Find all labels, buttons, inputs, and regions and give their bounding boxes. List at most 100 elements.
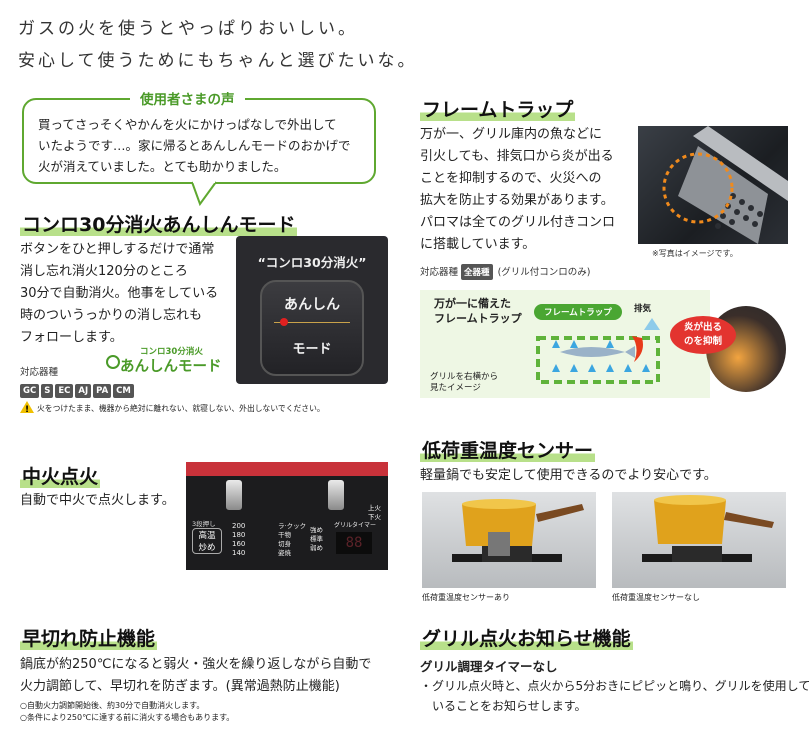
temp-value: 180 [232, 531, 246, 539]
model-badge: AJ [75, 384, 92, 398]
sensor-caption-without: 低荷重温度センサーなし [612, 593, 700, 602]
anshin-title: コンロ30分消火あんしんモード [20, 210, 298, 237]
haya-title-text: 早切れ防止機能 [20, 628, 158, 650]
anshin-line: 消し忘れ消火120分のところ [20, 264, 188, 279]
anshin-title-text: コンロ30分消火あんしんモード [20, 214, 298, 236]
haya-notes: ○自動火力調節開始後、約30分で自動消火します。 ○条件により250℃に達する前… [20, 700, 234, 724]
anshin-line: フォローします。 [20, 330, 123, 345]
bubble-line-2: のを抑制 [683, 336, 722, 347]
intro-line-1: ガスの火を使うとやっぱりおいしい。 [18, 19, 358, 39]
model-badge: CM [113, 384, 134, 398]
led-indicator [280, 318, 288, 326]
button-caption: “コンロ30分消火” [257, 255, 367, 270]
down-fire-label: 下火 [368, 513, 381, 521]
haya-text: 鍋底が約250℃になると弱火・強火を繰り返しながら自動で 火力調節して、早切れを… [20, 654, 371, 698]
model-badge: PA [93, 384, 112, 398]
sensor-caption-with: 低荷重温度センサーあり [422, 593, 510, 602]
flame-models-note: (グリル付コンロのみ) [497, 267, 591, 278]
temp-list: 200 180 160 140 [232, 522, 245, 558]
temp-value: 160 [232, 540, 246, 548]
flame-models: 対応器種 全器種 (グリル付コンロのみ) [420, 264, 591, 280]
sensor-title: 低荷重温度センサー [420, 436, 596, 463]
anshin-models-label: 対応器種 [20, 367, 59, 378]
logo-main-text: あんしんモード [120, 359, 222, 375]
knob-left-icon [226, 480, 242, 510]
flame-trap-graphic [662, 126, 788, 244]
diagram-view-2: 見たイメージ [430, 383, 481, 393]
flame-models-label: 対応器種 [420, 267, 459, 278]
intro-line-2: 安心して使うためにもちゃんと選びたいな。 [18, 51, 418, 71]
grill-diagram-graphic [536, 318, 660, 384]
diagram-tag: フレームトラップ [534, 304, 622, 320]
warning-text: 火をつけたまま、機器から絶対に離れない、就寝しない、外出しないでください。 [37, 404, 325, 413]
voice-title: 使用者さまの声 [130, 88, 245, 108]
button-top-label: あんしん [284, 297, 340, 313]
diagram-title-1: 万が一に備えた [434, 297, 511, 310]
flame-line: に搭載しています。 [420, 237, 536, 252]
anshin-line: 時のついうっかりの消し忘れも [20, 308, 203, 323]
mode-value: ラ·クック [278, 522, 307, 530]
middle-title-text: 中火点火 [20, 466, 101, 488]
mode-list-2: 強め 標準 弱め [310, 526, 323, 553]
pot-with-sensor-graphic [452, 499, 584, 562]
svg-text:!: ! [25, 405, 29, 415]
anshin-line: 30分で自動消火。他事をしている [20, 286, 219, 301]
diagram-view-1: グリルを右横から [430, 372, 499, 382]
anshin-button-photo: “コンロ30分消火” あんしん モード [236, 236, 388, 384]
middle-text: 自動で中火で点火します。 [20, 493, 175, 508]
diagram-view-note: グリルを右横から 見たイメージ [430, 372, 498, 394]
high-temp-button: 高温 炒め [192, 528, 222, 554]
mode-value: 切身 [278, 540, 291, 548]
model-badge: GC [20, 384, 40, 398]
mode2-value: 標準 [310, 535, 323, 543]
model-badge: S [41, 384, 54, 398]
haya-title: 早切れ防止機能 [20, 624, 158, 651]
panel-btn-line2: 炒め [198, 543, 216, 553]
all-models-badge: 全器種 [461, 264, 493, 280]
mode-value: 姿焼 [278, 549, 291, 557]
panel-label-3: 3段押し [192, 520, 216, 528]
sensor-without-photo [612, 492, 786, 588]
mode2-value: 強め [310, 526, 323, 534]
timer-display: 88 [336, 532, 372, 554]
photo-note: ※写真はイメージです。 [652, 249, 738, 258]
flame-line: ことを抑制するので、火災への [420, 171, 602, 186]
flame-line: 引火しても、排気口から炎が出る [420, 149, 614, 164]
grill-title: グリル点火お知らせ機能 [420, 624, 633, 651]
up-fire-label: 上火 [368, 504, 381, 512]
button-divider [274, 322, 350, 323]
temp-value: 140 [232, 549, 246, 557]
flame-title: フレームトラップ [420, 95, 576, 122]
grill-line-2: いることをお知らせします。 [432, 699, 587, 713]
knob-right-icon [328, 480, 344, 510]
haya-note-1: ○自動火力調節開始後、約30分で自動消火します。 [20, 701, 205, 710]
grill-subtitle: グリル調理タイマーなし [420, 659, 558, 674]
mode-value: 干物 [278, 531, 291, 539]
temp-value: 200 [232, 522, 246, 530]
timer-label: グリルタイマー [334, 522, 377, 529]
panel-top-strip [186, 462, 388, 476]
flame-title-text: フレームトラップ [420, 99, 576, 121]
sensor-text: 軽量鍋でも安定して使用できるのでより安心です。 [420, 468, 717, 483]
timer-icon [106, 355, 120, 369]
diagram-exhaust: 排気 [634, 304, 652, 314]
haya-line-1: 鍋底が約250℃になると弱火・強火を繰り返しながら自動で [20, 657, 372, 672]
voice-line-1: 買ってさっそくやかんを火にかけっぱなしで外出して [38, 117, 337, 132]
panel-btn-line1: 高温 [198, 531, 216, 541]
button-bottom-label: モード [292, 342, 332, 357]
flame-line: 万が一、グリル庫内の魚などに [420, 127, 603, 142]
anshin-line: ボタンをひと押しするだけで通常 [20, 242, 215, 257]
pot-without-sensor-graphic [642, 495, 774, 562]
middle-title: 中火点火 [20, 462, 101, 489]
diagram-title: 万が一に備えた フレームトラップ [434, 296, 522, 326]
mode2-value: 弱め [310, 544, 323, 552]
flame-line: 拡大を防止する効果があります。 [420, 193, 614, 208]
control-panel-photo: 3段押し 高温 炒め 200 180 160 140 ラ·クック 干物 切身 姿… [186, 462, 388, 570]
mode-list: ラ·クック 干物 切身 姿焼 [278, 522, 306, 558]
anshin-mode-button: あんしん モード [260, 280, 364, 376]
anshin-logo: コンロ30分消火 あんしんモード [104, 345, 234, 375]
bubble-line-1: 炎が出る [683, 322, 722, 333]
grill-line-1: ・グリル点火時と、点火から5分おきにピピッと鳴り、グリルを使用して [420, 679, 810, 693]
warning-icon: ! [20, 401, 34, 415]
